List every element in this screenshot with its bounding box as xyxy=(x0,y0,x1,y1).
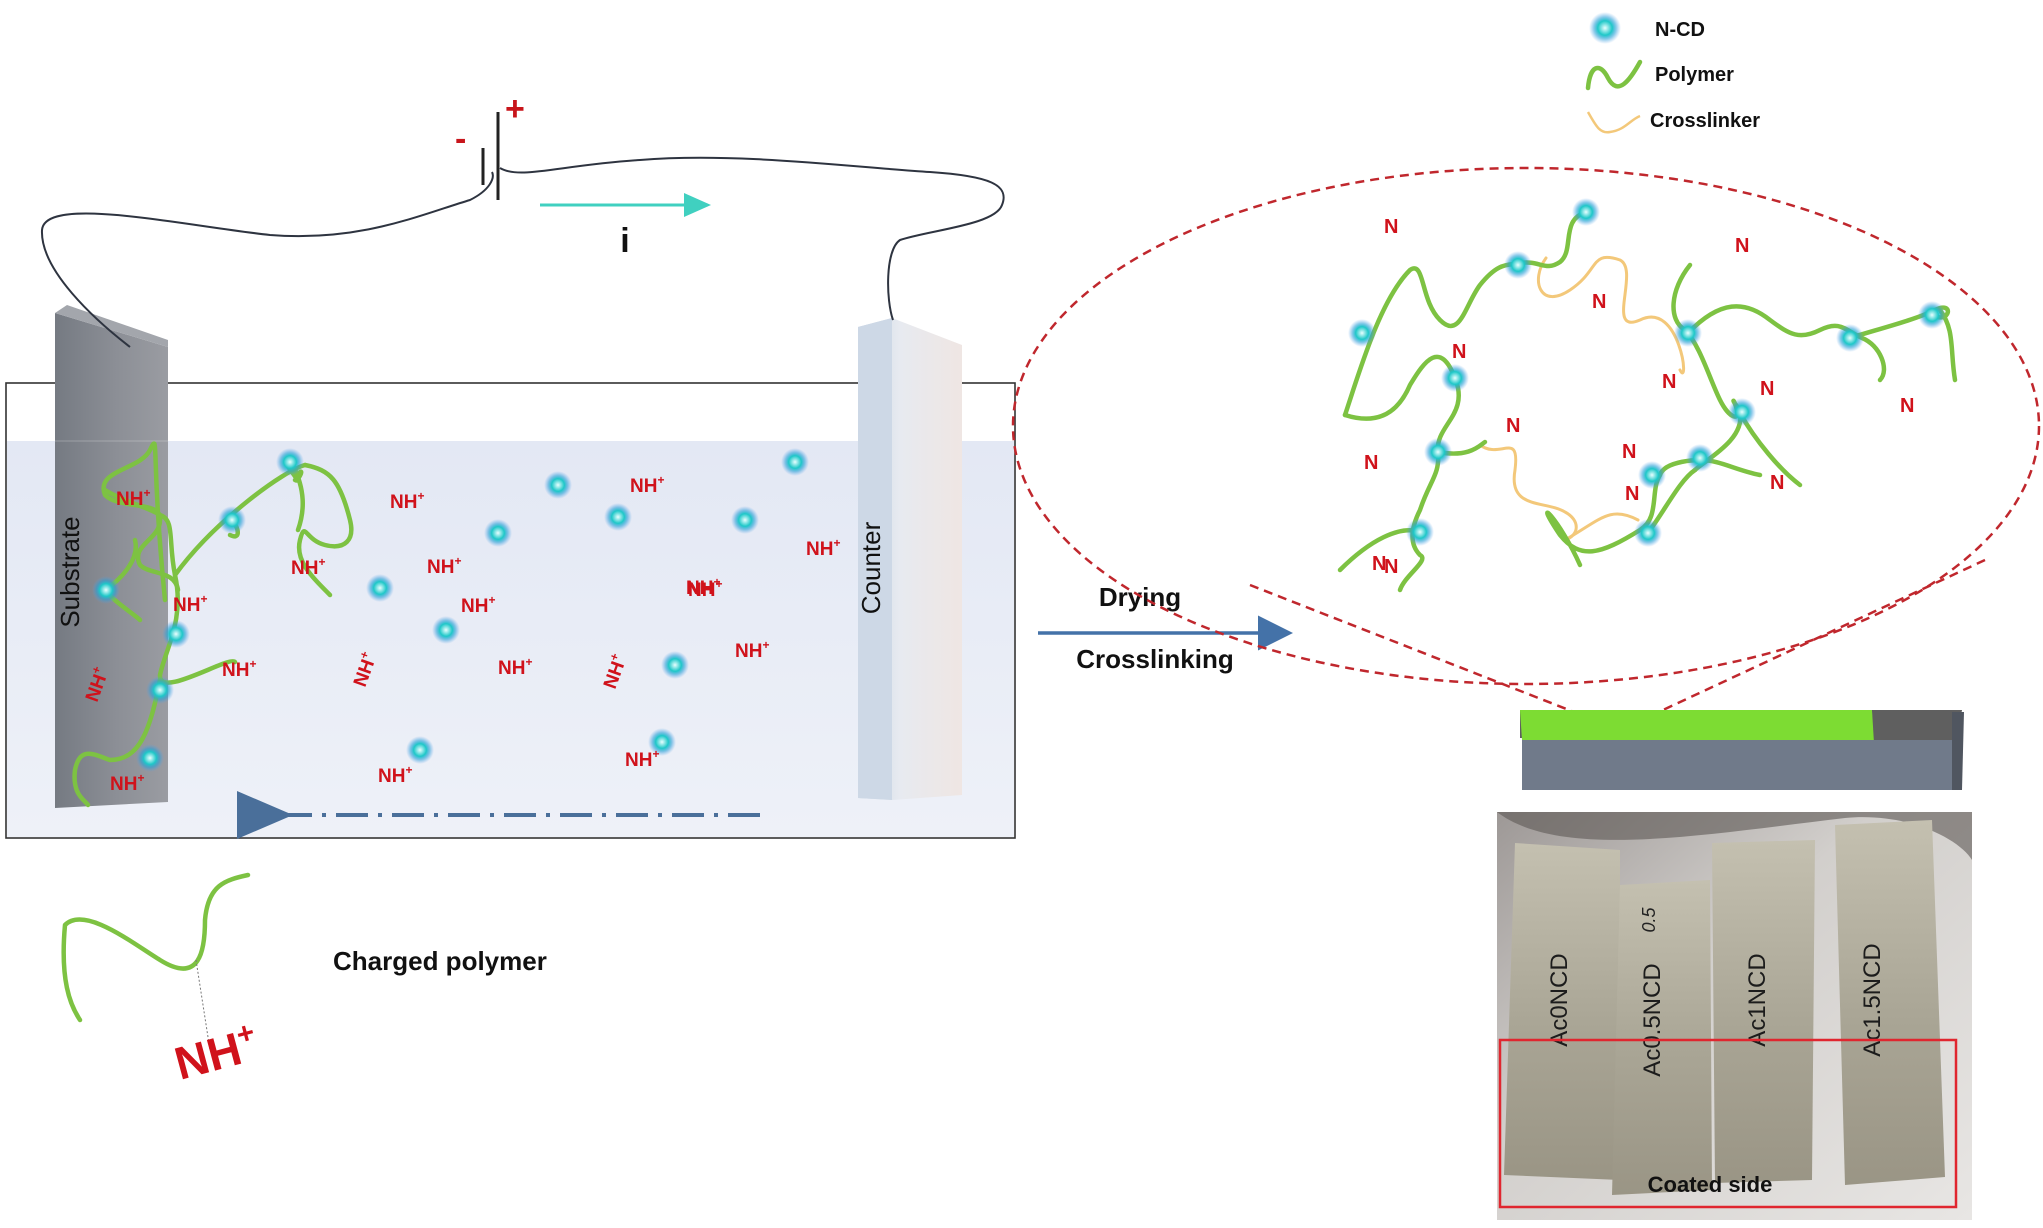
charged-polymer-legend-chain xyxy=(61,872,251,1023)
strip-handwriting: 0.5 xyxy=(1639,907,1659,933)
ncd-particle xyxy=(1918,301,1946,329)
legend-label-ncd: N-CD xyxy=(1655,19,1705,41)
ncd-particle xyxy=(1406,518,1434,546)
ncd-particles xyxy=(92,198,1946,772)
network-n-label: N xyxy=(1760,378,1774,400)
zoom-line-right xyxy=(1619,558,1986,732)
network-n-label: N xyxy=(1625,483,1639,505)
network-n-label: N xyxy=(1735,235,1749,257)
legend-label-crosslinker: Crosslinker xyxy=(1650,110,1760,132)
network-n-label: N xyxy=(1900,395,1914,417)
ncd-particle xyxy=(218,506,246,534)
zoom-ellipse xyxy=(1011,166,2041,686)
legend-label-polymer: Polymer xyxy=(1655,64,1734,86)
crosslinker-legend-icon xyxy=(1586,111,1641,134)
coated-side-box xyxy=(1498,1038,1958,1209)
ncd-particle xyxy=(92,576,120,604)
ncd-particle xyxy=(1572,198,1600,226)
polymer-legend-icon xyxy=(1585,59,1643,91)
ncd-particle xyxy=(366,574,394,602)
ncd-particle xyxy=(484,519,512,547)
current-label: i xyxy=(620,222,629,260)
battery-plus-label: + xyxy=(505,90,525,128)
network-n-label: N xyxy=(1384,216,1398,238)
ncd-particle xyxy=(731,506,759,534)
counter-label: Counter xyxy=(856,521,886,614)
ncd-particle xyxy=(648,728,676,756)
strip-ac15ncd: Ac1.5NCD xyxy=(1835,820,1945,1185)
network-n-label: N xyxy=(1770,472,1784,494)
counter-electrode xyxy=(858,318,962,800)
network-n-label: N xyxy=(1364,452,1378,474)
charged-polymer-legend-bond xyxy=(195,959,211,1051)
ncd-particle xyxy=(1728,398,1756,426)
charged-polymer-legend-label: Charged polymer xyxy=(333,946,547,976)
ncd-legend-icon xyxy=(1589,12,1621,44)
ncd-particle xyxy=(1504,251,1532,279)
ncd-particle xyxy=(146,676,174,704)
network-n-label: N xyxy=(1662,371,1676,393)
ncd-particle xyxy=(1424,438,1452,466)
sample-photo: Ac0NCD Ac0.5NCD 0.5 Ac1NCD Ac1.5NCD Coat… xyxy=(1497,812,1972,1220)
process-step-crosslinking: Crosslinking xyxy=(1076,644,1233,674)
ncd-particle xyxy=(781,448,809,476)
ncd-particle xyxy=(406,736,434,764)
ncd-particle xyxy=(1836,324,1864,352)
ncd-particle xyxy=(604,503,632,531)
ncd-particle xyxy=(276,448,304,476)
network-n-label: N xyxy=(1384,556,1398,578)
wire-left xyxy=(40,171,494,348)
charge-label-nh: NH+ xyxy=(498,655,532,679)
ncd-particle xyxy=(1634,519,1662,547)
strip-ac05ncd: Ac0.5NCD 0.5 xyxy=(1612,880,1712,1195)
ncd-particle xyxy=(1441,364,1469,392)
coated-sample-bar xyxy=(1520,710,1964,790)
ncd-particle xyxy=(162,620,190,648)
strip-ac0ncd: Ac0NCD xyxy=(1504,843,1620,1180)
ncd-particle xyxy=(1638,461,1666,489)
battery-minus-label: - xyxy=(455,120,466,158)
ncd-particle xyxy=(661,651,689,679)
charged-polymer-legend-nh: NH+ xyxy=(169,1016,264,1090)
wire-right xyxy=(499,156,1005,321)
ncd-particle xyxy=(1686,444,1714,472)
ncd-particle xyxy=(432,616,460,644)
ncd-particle xyxy=(136,744,164,772)
ncd-particle xyxy=(1348,319,1376,347)
strip-ac1ncd: Ac1NCD xyxy=(1712,840,1815,1183)
strip-label-ac1ncd: Ac1NCD xyxy=(1744,953,1771,1046)
ncd-particle xyxy=(544,471,572,499)
network-n-label: N xyxy=(1622,441,1636,463)
network-n-label: N xyxy=(1506,415,1520,437)
network-n-label: N xyxy=(1452,341,1466,363)
zoom-line-left xyxy=(1249,583,1621,732)
ncd-particle xyxy=(1674,319,1702,347)
coated-side-label: Coated side xyxy=(1648,1172,1773,1197)
network-n-label: N xyxy=(1372,553,1386,575)
strip-label-ac0ncd: Ac0NCD xyxy=(1546,953,1573,1046)
strip-label-ac15ncd: Ac1.5NCD xyxy=(1859,943,1886,1056)
network-n-label: N xyxy=(1592,291,1606,313)
substrate-electrode xyxy=(55,305,168,808)
substrate-label: Substrate xyxy=(55,516,85,627)
strip-label-ac05ncd: Ac0.5NCD xyxy=(1639,963,1666,1076)
legend: N-CD Polymer Crosslinker xyxy=(1585,12,1760,134)
charge-label-nh: NH+ xyxy=(291,555,325,579)
